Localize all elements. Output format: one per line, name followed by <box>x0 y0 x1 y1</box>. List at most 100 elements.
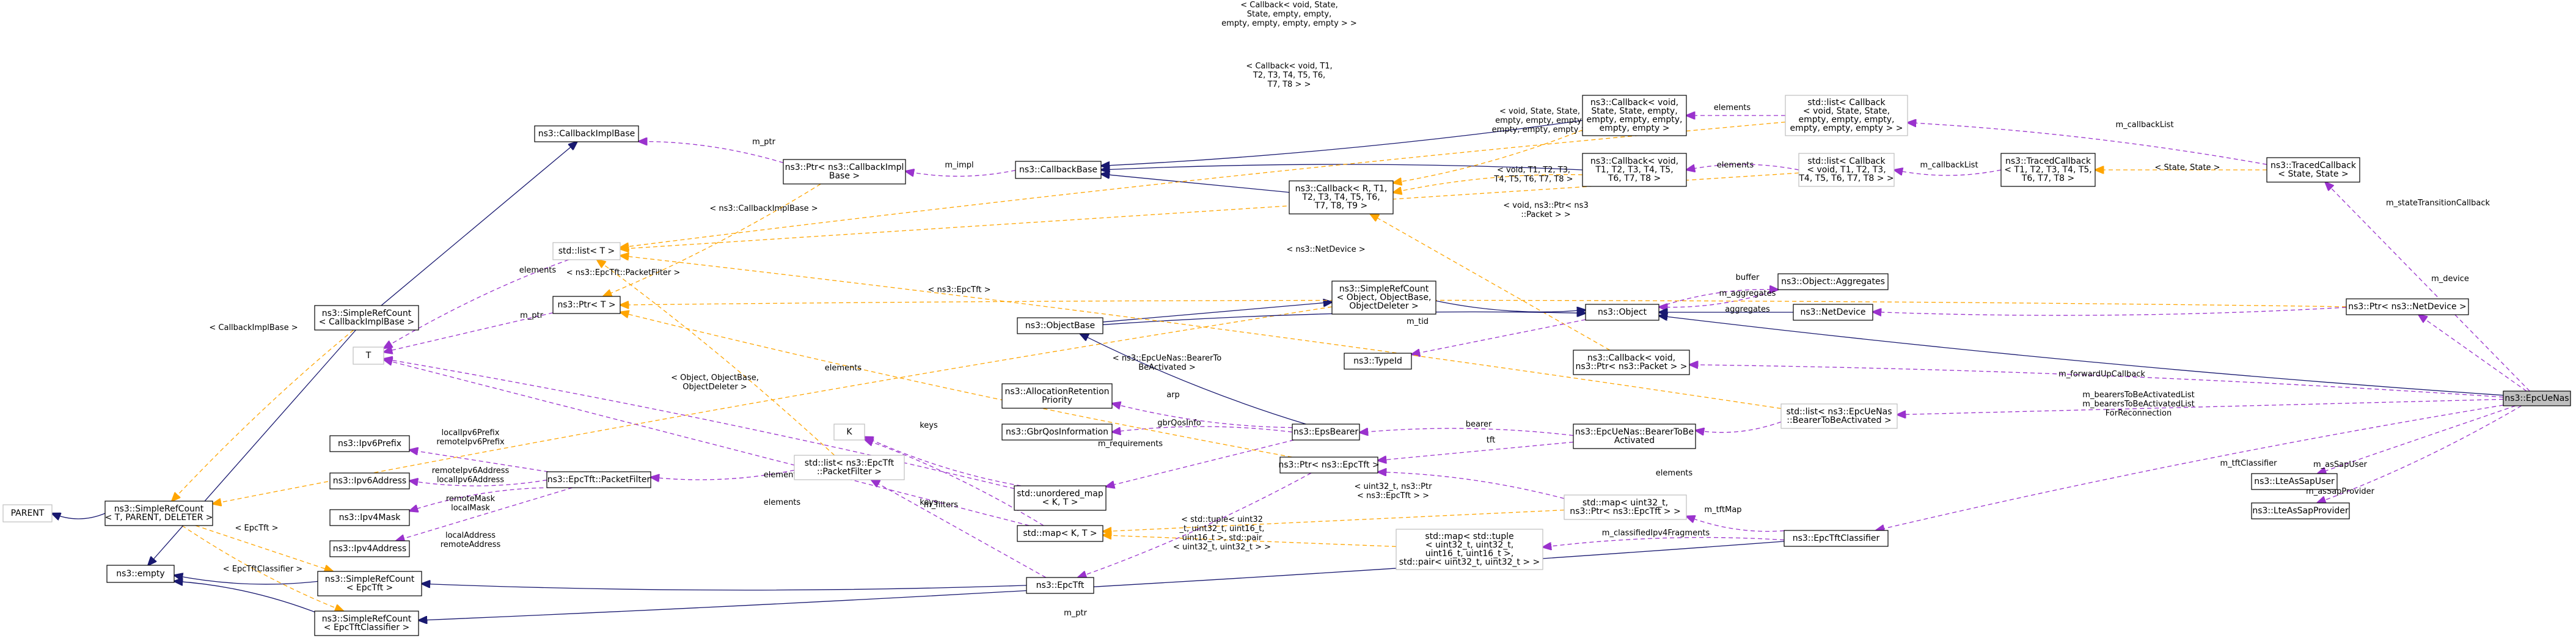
edge-label-l_pf: < ns3::EpcTft::PacketFilter > <box>566 268 681 277</box>
node-epctftclassifier[interactable]: ns3::EpcTftClassifier <box>1784 530 1889 547</box>
node-K[interactable]: K <box>833 424 865 441</box>
node-bearertobeact[interactable]: ns3::EpcUeNas::BearerToBeActivated <box>1573 424 1696 449</box>
edge-label-l_epctft2: < EpcTft > <box>235 524 278 533</box>
node-object[interactable]: ns3::Object <box>1585 304 1659 321</box>
edge-src_tpd-to-parent <box>52 513 106 519</box>
edge-label-l_cbimplbase: < ns3::CallbackImplBase > <box>709 204 818 213</box>
node-stdlist_cb2-label: < void, T1, T2, T3, <box>1807 165 1886 175</box>
edge-epcuenas-to-ptr_netdevice <box>2418 315 2527 392</box>
edge-label-l_uint32: < uint32_t, ns3::Ptr< ns3::EpcTft > > <box>1355 482 1433 501</box>
node-stdmap_uint[interactable]: std::map< uint32_t,ns3::Ptr< ns3::EpcTft… <box>1564 494 1687 520</box>
node-cb_packet[interactable]: ns3::Callback< void,ns3::Ptr< ns3::Packe… <box>1573 350 1690 375</box>
node-ipv4address-label: ns3::Ipv4Address <box>333 544 406 554</box>
node-cb_voidstate[interactable]: ns3::Callback< void,State, State, empty,… <box>1582 95 1687 136</box>
edge-label-l_mptr2: m_ptr <box>520 311 544 320</box>
edge-epsbearer-to-gbrqos <box>1112 426 1293 432</box>
edge-src_tpd-to-src_epctft <box>195 525 333 571</box>
edge-cb_R-to-callbackbase <box>1101 174 1290 193</box>
node-ptr_netdevice[interactable]: ns3::Ptr< ns3::NetDevice > <box>2346 298 2469 315</box>
node-cbimplbase[interactable]: ns3::CallbackImplBase <box>534 125 639 142</box>
node-tracedcallback-label: ns3::TracedCallback <box>2270 161 2357 170</box>
node-ptr_T[interactable]: ns3::Ptr< T > <box>552 296 621 314</box>
node-ipv4mask[interactable]: ns3::Ipv4Mask <box>329 509 410 526</box>
node-stdlist_cb2-label: std::list< Callback <box>1807 156 1886 166</box>
node-epctft-label: ns3::EpcTft <box>1036 581 1085 590</box>
node-tracedcallback2[interactable]: ns3::TracedCallback< T1, T2, T3, T4, T5,… <box>2000 153 2096 187</box>
edge-label-l_arp: arp <box>1166 391 1180 400</box>
node-stdmap_tuple[interactable]: std::map< std::tuple< uint32_t, uint32_t… <box>1396 529 1543 570</box>
node-tracedcallback[interactable]: ns3::TracedCallback< State, State > <box>2266 157 2360 183</box>
edge-epcuenas-to-epctftclassifier <box>1876 405 2504 530</box>
node-cb_R-label: T2, T3, T4, T5, T6, <box>1301 193 1380 202</box>
node-lteassapuser[interactable]: ns3::LteAsSapUser <box>2251 473 2338 490</box>
node-stdlist_bearer[interactable]: std::list< ns3::EpcUeNas::BearerToBeActi… <box>1780 403 1898 429</box>
node-netdevice[interactable]: ns3::NetDevice <box>1793 304 1873 321</box>
node-aggregates[interactable]: ns3::Object::Aggregates <box>1777 273 1889 290</box>
node-src_tpd[interactable]: ns3::SimpleRefCount< T, PARENT, DELETER … <box>104 501 213 526</box>
node-cb_R-label: ns3::Callback< R, T1, <box>1295 184 1388 194</box>
node-unordered_map[interactable]: std::unordered_map< K, T > <box>1014 485 1107 511</box>
edge-label-l_void_packet: < void, ns3::Ptr< ns3::Packet > > <box>1503 201 1588 219</box>
node-lteassapprovider-label: ns3::LteAsSapProvider <box>2252 506 2349 516</box>
node-src_epctftcls[interactable]: ns3::SimpleRefCount< EpcTftClassifier > <box>314 610 419 636</box>
edge-label-l_tft: tft <box>1487 436 1496 445</box>
node-cb_R[interactable]: ns3::Callback< R, T1,T2, T3, T4, T5, T6,… <box>1289 180 1394 215</box>
edge-src_cbimpl-to-src_tpd <box>172 329 354 501</box>
edge-label-l_gbr: gbrQosInfo <box>1157 419 1201 428</box>
node-ptr_cbimpl[interactable]: ns3::Ptr< ns3::CallbackImplBase > <box>783 159 906 185</box>
node-stdmap_KT[interactable]: std::map< K, T > <box>1017 525 1103 542</box>
node-ipv6address[interactable]: ns3::Ipv6Address <box>329 472 410 490</box>
node-cb_packet-label: ns3::Ptr< ns3::Packet > > <box>1575 362 1687 372</box>
edge-src_cbimpl-to-empty <box>148 329 356 565</box>
edge-cb_voidstate-to-callbackbase <box>1101 120 1583 166</box>
node-ipv4mask-label: ns3::Ipv4Mask <box>339 513 401 522</box>
node-epsbearer[interactable]: ns3::EpsBearer <box>1292 424 1360 441</box>
edge-aggregates-to-object <box>1659 289 1779 307</box>
edge-unordered_map-to-T <box>384 359 1015 490</box>
node-lteassapprovider[interactable]: ns3::LteAsSapProvider <box>2251 502 2350 519</box>
node-stdlist_pf[interactable]: std::list< ns3::EpcTft::PacketFilter > <box>794 455 905 480</box>
node-T[interactable]: T <box>353 346 384 365</box>
node-ipv4address[interactable]: ns3::Ipv4Address <box>329 540 410 557</box>
node-callbackbase[interactable]: ns3::CallbackBase <box>1015 161 1102 179</box>
node-src_epctft[interactable]: ns3::SimpleRefCount< EpcTft > <box>317 571 422 596</box>
node-objectbase[interactable]: ns3::ObjectBase <box>1017 317 1103 334</box>
node-src_obj[interactable]: ns3::SimpleRefCount< Object, ObjectBase,… <box>1331 280 1436 315</box>
edge-label-l_callbacklist1: m_callbackList <box>2115 120 2173 130</box>
node-stdlist_cb[interactable]: std::list< Callback< void, State, State,… <box>1785 95 1908 136</box>
node-ptr_epctft[interactable]: ns3::Ptr< ns3::EpcTft > <box>1278 457 1380 474</box>
node-epcuenas[interactable]: ns3::EpcUeNas <box>2503 391 2571 406</box>
node-src_obj-label: ObjectDeleter > <box>1349 301 1419 311</box>
node-parent[interactable]: PARENT <box>2 504 53 522</box>
edge-stdlist_bearer-to-stdlist_T <box>620 255 1782 409</box>
node-ipv6prefix[interactable]: ns3::Ipv6Prefix <box>329 435 410 452</box>
node-gbrqos[interactable]: ns3::GbrQosInformation <box>1001 424 1113 441</box>
node-stdlist_cb2[interactable]: std::list< Callback< void, T1, T2, T3,T4… <box>1798 153 1895 187</box>
node-epctft[interactable]: ns3::EpcTft <box>1026 577 1094 594</box>
node-stdlist_cb-label: empty, empty, empty > > <box>1790 123 1903 133</box>
node-typeid[interactable]: ns3::TypeId <box>1344 353 1412 370</box>
node-packetfilter[interactable]: ns3::EpcTft::PacketFilter <box>546 471 651 488</box>
node-stdlist_pf-label: std::list< ns3::EpcTft <box>805 458 895 468</box>
node-src_epctftcls-label: < EpcTftClassifier > <box>324 623 409 632</box>
edge-label-l_elements2: elements <box>1717 161 1754 170</box>
node-stdlist_T[interactable]: std::list< T > <box>552 242 621 260</box>
node-cb_voidT[interactable]: ns3::Callback< void,T1, T2, T3, T4, T5,T… <box>1582 153 1687 187</box>
node-epcuenas-label: ns3::EpcUeNas <box>2505 394 2569 403</box>
node-src_tpd-label: < T, PARENT, DELETER > <box>105 513 213 522</box>
edge-label-l_elements1: elements <box>1714 103 1751 112</box>
edge-label-l_epctft: < ns3::EpcTft > <box>928 285 990 295</box>
edge-label-l_cbimplbase2: < CallbackImplBase > <box>209 323 298 332</box>
node-src_cbimpl-label: < CallbackImplBase > <box>319 317 414 327</box>
node-object-label: ns3::Object <box>1598 307 1647 317</box>
node-unordered_map-label: < K, T > <box>1042 497 1078 507</box>
edge-label-l_assapuser: m_asSapUser <box>2313 460 2368 469</box>
node-src_cbimpl[interactable]: ns3::SimpleRefCount< CallbackImplBase > <box>314 305 419 331</box>
node-stdmap_tuple-label: std::pair< uint32_t, uint32_t > > <box>1399 557 1540 567</box>
node-ptr_epctft-label: ns3::Ptr< ns3::EpcTft > <box>1278 460 1379 470</box>
node-cb_voidT-label: T1, T2, T3, T4, T5, <box>1595 165 1673 175</box>
node-empty[interactable]: ns3::empty <box>106 565 175 583</box>
node-stdmap_tuple-label: < uint32_t, uint32_t, <box>1425 540 1513 550</box>
